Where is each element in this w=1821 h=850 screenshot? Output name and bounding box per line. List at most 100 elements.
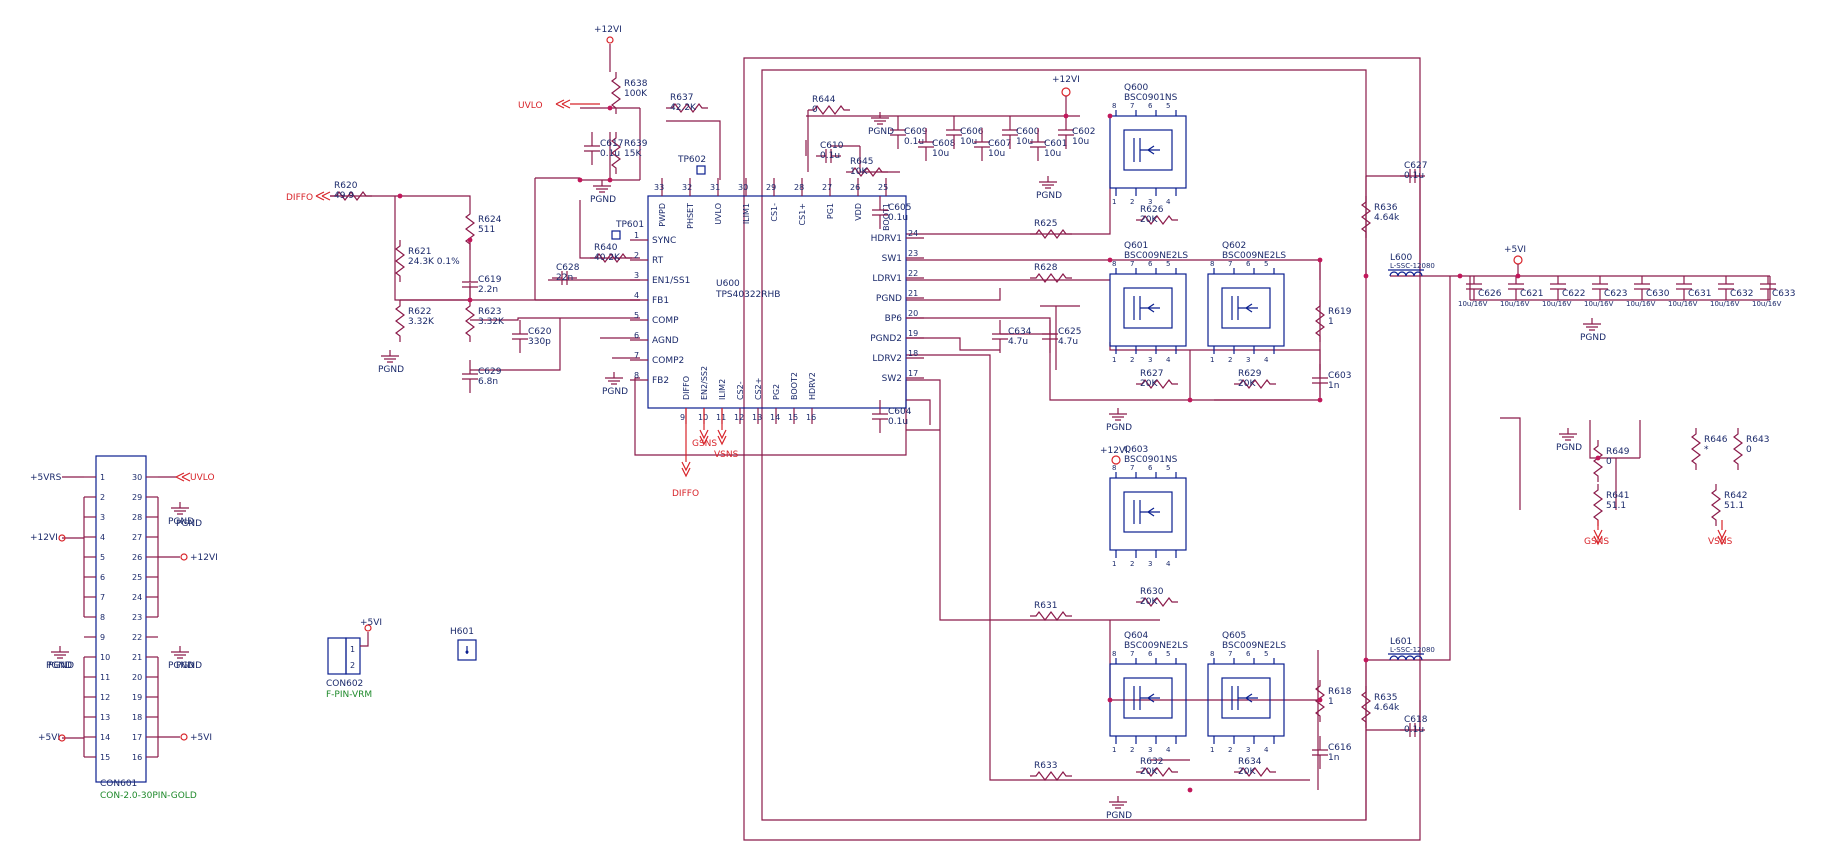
part-ref: R618 bbox=[1328, 687, 1352, 697]
ic-pin-num: 1 bbox=[634, 231, 639, 240]
ground-symbol: PGND bbox=[378, 350, 404, 375]
svg-text:4: 4 bbox=[1166, 198, 1171, 206]
ic-u600[interactable]: U600 TPS40322RHB 33PWPD32PHSET31UVLO30IL… bbox=[630, 178, 924, 424]
junction-dot bbox=[1107, 113, 1113, 119]
svg-text:F-PIN-VRM: F-PIN-VRM bbox=[326, 690, 372, 700]
part-r633[interactable]: R633 bbox=[1030, 761, 1072, 781]
ic-pin-name: COMP2 bbox=[652, 356, 684, 366]
part-ref: R634 bbox=[1238, 757, 1262, 767]
svg-text:H601: H601 bbox=[450, 627, 474, 637]
net-diffo-bottom: DIFFO bbox=[672, 408, 699, 499]
part-ref: C633 bbox=[1772, 289, 1795, 299]
part-r631[interactable]: R631 bbox=[1030, 601, 1072, 621]
part-r646[interactable]: R646* bbox=[1691, 428, 1728, 470]
ic-pin-name: DIFFO bbox=[682, 376, 691, 400]
part-value: 22n bbox=[556, 273, 573, 283]
ic-pin-num: 25 bbox=[878, 183, 888, 192]
connector-con601[interactable]: 1234567891011121314153029282726252423222… bbox=[62, 455, 197, 801]
part-ref: C604 bbox=[888, 407, 912, 417]
con-pin-num: 25 bbox=[132, 573, 142, 582]
junction-dot bbox=[1363, 273, 1369, 279]
svg-text:2: 2 bbox=[1228, 356, 1232, 364]
tp602[interactable]: TP602 bbox=[677, 155, 706, 175]
connector-con602[interactable]: 1 2 +5VI CON602 F-PIN-VRM bbox=[326, 618, 382, 700]
part-ref: C626 bbox=[1478, 289, 1502, 299]
ic-pin-name: ILIM1 bbox=[742, 203, 751, 224]
ic-pin-name: SW1 bbox=[882, 254, 902, 264]
tp601[interactable]: TP601 bbox=[611, 220, 644, 240]
svg-text:8: 8 bbox=[1210, 260, 1214, 268]
con-pin-num: 11 bbox=[100, 673, 110, 682]
svg-text:+5VI: +5VI bbox=[360, 618, 382, 628]
con-pin-num: 29 bbox=[132, 493, 142, 502]
part-r625[interactable]: R625 bbox=[1030, 219, 1072, 239]
svg-text:UVLO: UVLO bbox=[518, 101, 543, 111]
part-r628[interactable]: R628 bbox=[1030, 263, 1072, 283]
mounting-hole-h601[interactable]: H601 bbox=[450, 627, 477, 661]
